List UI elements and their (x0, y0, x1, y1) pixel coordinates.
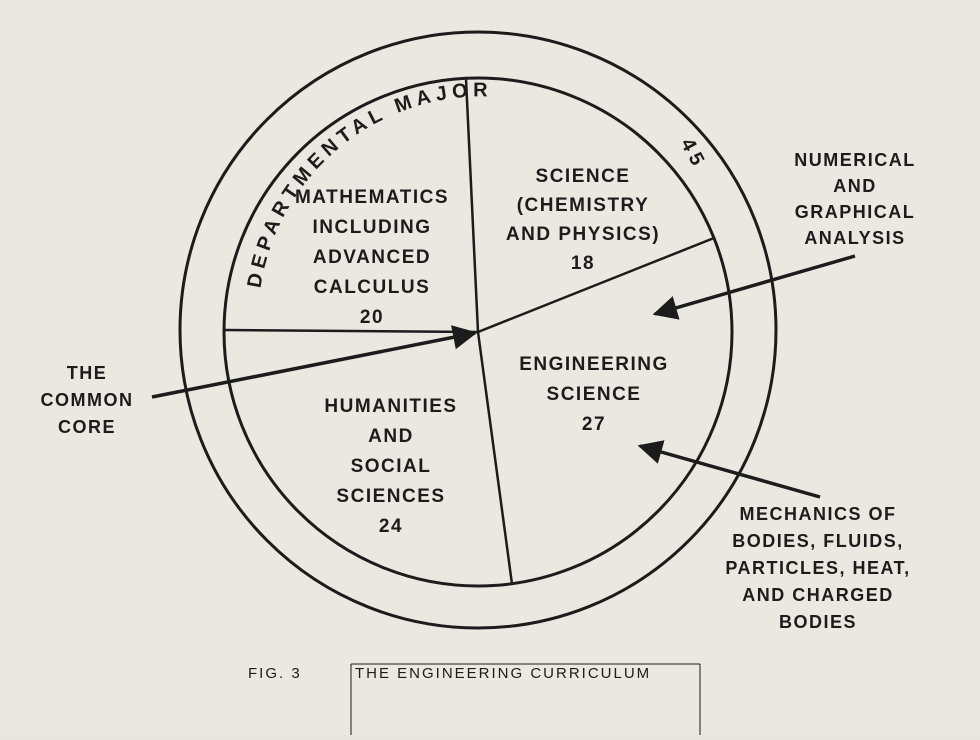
callout-numerical-analysis-line: NUMERICAL (794, 150, 916, 170)
segment-engineering-science-value: 27 (582, 414, 606, 435)
segment-humanities-line: HUMANITIES (324, 396, 457, 417)
segment-humanities-line: SCIENCES (336, 486, 445, 507)
callout-mechanics: MECHANICS OF BODIES, FLUIDS, PARTICLES, HE… (725, 504, 910, 632)
segment-science-value: 18 (571, 253, 595, 274)
segment-mathematics-line: INCLUDING (312, 217, 431, 238)
segment-mathematics-line: ADVANCED (313, 247, 431, 268)
arrow-mechanics (637, 440, 821, 499)
callout-numerical-analysis-line: ANALYSIS (804, 228, 905, 248)
figure-number: FIG. 3 (248, 665, 302, 682)
segment-mathematics: MATHEMATICS INCLUDING ADVANCED CALCULUS 20 (295, 187, 449, 328)
callout-numerical-analysis-line: AND (833, 176, 877, 196)
outer-ring-circle (178, 30, 778, 630)
inner-circle (222, 76, 734, 588)
segment-science-line: SCIENCE (536, 166, 631, 187)
callout-mechanics-line: BODIES, FLUIDS, (732, 531, 904, 551)
segment-humanities-line: AND (368, 426, 414, 447)
callout-mechanics-line: PARTICLES, HEAT, (725, 558, 910, 578)
segment-engineering-science: ENGINEERING SCIENCE 27 (519, 354, 669, 435)
callout-mechanics-line: AND CHARGED (742, 585, 894, 605)
segment-engineering-science-line: ENGINEERING (519, 354, 669, 375)
callout-mechanics-line: MECHANICS OF (740, 504, 897, 524)
segment-science: SCIENCE (CHEMISTRY AND PHYSICS) 18 (506, 166, 660, 274)
callout-numerical-analysis-line: GRAPHICAL (795, 202, 916, 222)
ring-value: 45 (676, 135, 711, 174)
callout-mechanics-line: BODIES (779, 612, 857, 632)
callout-common-core-line: COMMON (41, 390, 134, 410)
segment-humanities-line: SOCIAL (351, 456, 432, 477)
divider-engineering-humanities (476, 331, 514, 585)
callout-common-core-line: CORE (58, 417, 116, 437)
divider-math-science (464, 78, 480, 333)
segment-humanities-value: 24 (379, 516, 403, 537)
callout-numerical-analysis: NUMERICAL AND GRAPHICAL ANALYSIS (794, 150, 916, 248)
segment-humanities: HUMANITIES AND SOCIAL SCIENCES 24 (324, 396, 457, 537)
divider-science-engineering (477, 236, 715, 334)
segment-science-line: AND PHYSICS) (506, 224, 660, 245)
divider-humanities-math (223, 328, 479, 334)
segment-science-line: (CHEMISTRY (517, 195, 650, 216)
segment-mathematics-line: MATHEMATICS (295, 187, 449, 208)
callout-common-core-line: THE (67, 363, 108, 383)
segment-engineering-science-line: SCIENCE (547, 384, 642, 405)
segment-mathematics-value: 20 (360, 307, 384, 328)
arrow-common-core (151, 325, 478, 399)
figure-title: THE ENGINEERING CURRICULUM (355, 665, 651, 682)
segment-mathematics-line: CALCULUS (314, 277, 431, 298)
arrow-numerical-analysis (652, 254, 856, 320)
callout-common-core: THE COMMON CORE (41, 363, 134, 437)
